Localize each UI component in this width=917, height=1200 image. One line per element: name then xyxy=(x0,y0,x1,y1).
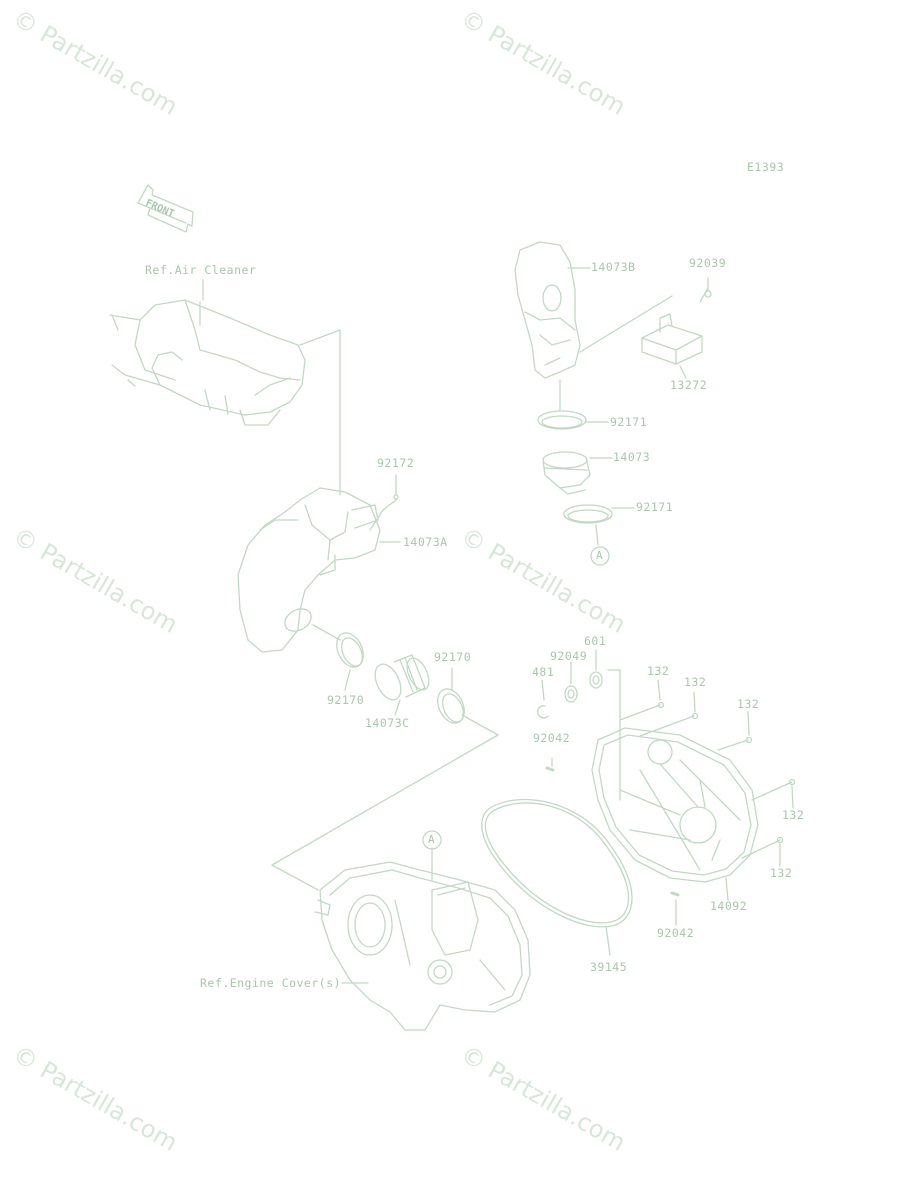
part-label-14073[interactable]: 14073 xyxy=(613,450,651,464)
cover-14092 xyxy=(591,727,759,883)
part-label-92170[interactable]: 92170 xyxy=(327,693,365,707)
air-cleaner-housing xyxy=(109,299,306,426)
part-label-14073A[interactable]: 14073A xyxy=(403,535,448,549)
callout-a-label: A xyxy=(596,549,604,562)
clamp-92170-left xyxy=(336,632,364,668)
part-label-601[interactable]: 601 xyxy=(584,634,607,648)
part-label-132[interactable]: 132 xyxy=(737,697,760,711)
bolt-132 xyxy=(717,711,753,751)
bolt-132 xyxy=(741,836,784,867)
bolt-132 xyxy=(619,679,665,721)
connector-line xyxy=(579,295,673,353)
front-arrow-icon: FRONT xyxy=(137,184,194,233)
sleeve-14073C xyxy=(374,654,430,701)
part-label-39145[interactable]: 39145 xyxy=(590,960,628,974)
leader-duct xyxy=(312,624,341,641)
part-label-92171[interactable]: 92171 xyxy=(610,415,648,429)
part-label-92049[interactable]: 92049 xyxy=(550,649,588,663)
leader-14073C xyxy=(394,699,401,716)
clamp-92170-right xyxy=(437,688,465,724)
part-label-92170[interactable]: 92170 xyxy=(434,650,472,664)
part-label-92172[interactable]: 92172 xyxy=(377,456,415,470)
ref-air-cleaner-label[interactable]: Ref.Air Cleaner xyxy=(145,263,257,277)
bolt-132 xyxy=(751,778,796,809)
leader-481 xyxy=(541,679,545,701)
leader-92172 xyxy=(369,499,397,531)
front-marker-text: FRONT xyxy=(144,198,176,220)
leader-callout-a xyxy=(595,524,599,546)
bracket-13272 xyxy=(641,313,703,365)
duct-14073B xyxy=(514,241,581,379)
leader-14092 xyxy=(725,877,729,901)
dowel-92042-left xyxy=(545,766,555,772)
clamp-92171-upper xyxy=(537,410,587,430)
bolt-132 xyxy=(639,691,699,737)
gasket-39145 xyxy=(481,798,633,928)
part-label-92039[interactable]: 92039 xyxy=(689,256,727,270)
screw-92039 xyxy=(699,287,709,303)
part-label-92171[interactable]: 92171 xyxy=(636,500,674,514)
diagram-code: E1393 xyxy=(747,160,785,174)
duct-14073A xyxy=(237,487,381,653)
connector-line xyxy=(271,714,499,891)
part-label-92042[interactable]: 92042 xyxy=(533,731,571,745)
seal-92049 xyxy=(564,685,578,703)
part-label-92042[interactable]: 92042 xyxy=(657,926,695,940)
part-label-132[interactable]: 132 xyxy=(770,866,793,880)
clamp-92171-lower xyxy=(563,504,613,524)
connector-line xyxy=(299,329,341,496)
callout-a-circle xyxy=(590,546,610,566)
dowel-92042-right xyxy=(670,891,680,897)
part-label-132[interactable]: 132 xyxy=(647,664,670,678)
leader-92170a xyxy=(344,669,351,691)
leader-group xyxy=(607,669,621,801)
callout-a2-circle xyxy=(422,830,442,850)
leader-13272 xyxy=(679,365,687,379)
part-label-14073C[interactable]: 14073C xyxy=(365,716,410,730)
part-label-481[interactable]: 481 xyxy=(532,665,555,679)
ref-engine-covers-label[interactable]: Ref.Engine Cover(s) xyxy=(200,976,342,990)
callout-a2-label: A xyxy=(428,833,436,846)
leader-39145 xyxy=(605,925,611,956)
part-label-132[interactable]: 132 xyxy=(684,675,707,689)
bearing-601 xyxy=(589,671,603,689)
part-label-13272[interactable]: 13272 xyxy=(670,378,708,392)
part-label-132[interactable]: 132 xyxy=(782,808,805,822)
part-label-14092[interactable]: 14092 xyxy=(710,899,748,913)
part-label-14073B[interactable]: 14073B xyxy=(591,260,636,274)
engine-cover xyxy=(314,861,531,1031)
boot-14073 xyxy=(542,451,591,495)
ring-481 xyxy=(537,705,549,719)
